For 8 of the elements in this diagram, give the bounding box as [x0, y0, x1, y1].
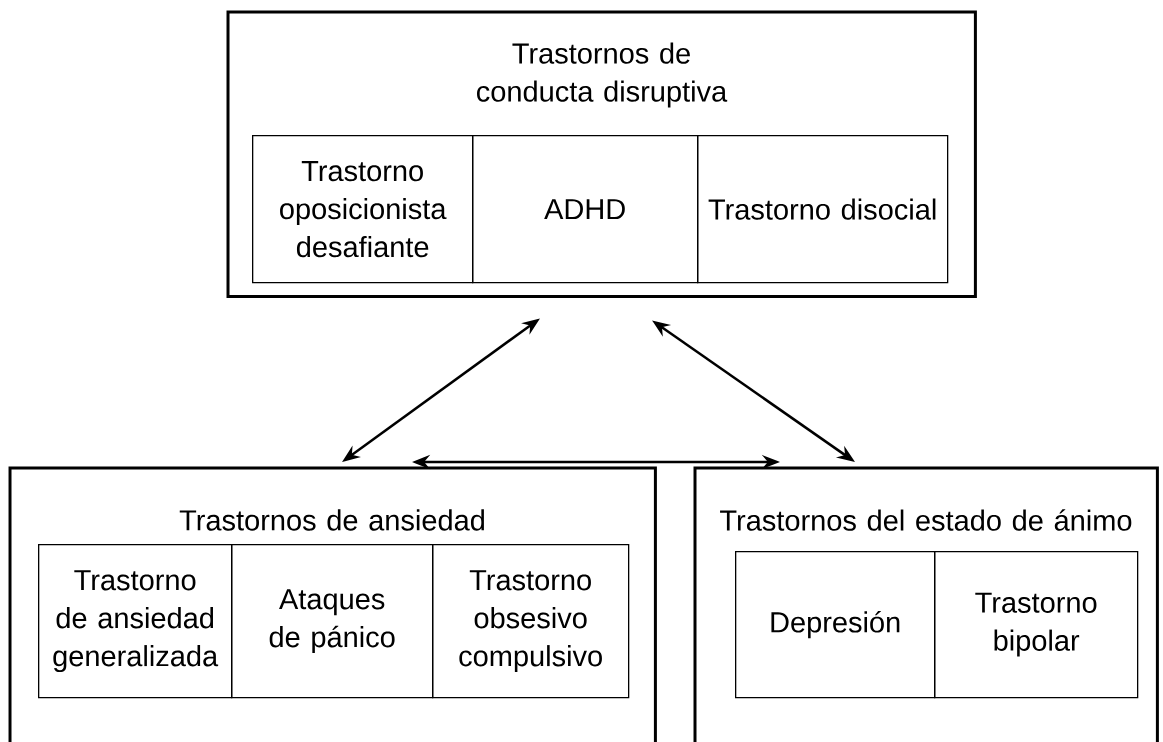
- category-cell: Trastorno oposicionista desafiante: [252, 135, 474, 284]
- category-cell: Trastorno de ansiedad generalizada: [38, 544, 233, 699]
- category-cell: Trastorno disocial: [697, 135, 949, 284]
- category-cell: Ataques de pánico: [231, 544, 434, 699]
- category-cell: Depresión: [735, 551, 936, 699]
- category-cell: Trastorno bipolar: [934, 551, 1139, 699]
- category-cell: ADHD: [472, 135, 699, 284]
- category-cell: Trastorno obsesivo compulsivo: [432, 544, 630, 699]
